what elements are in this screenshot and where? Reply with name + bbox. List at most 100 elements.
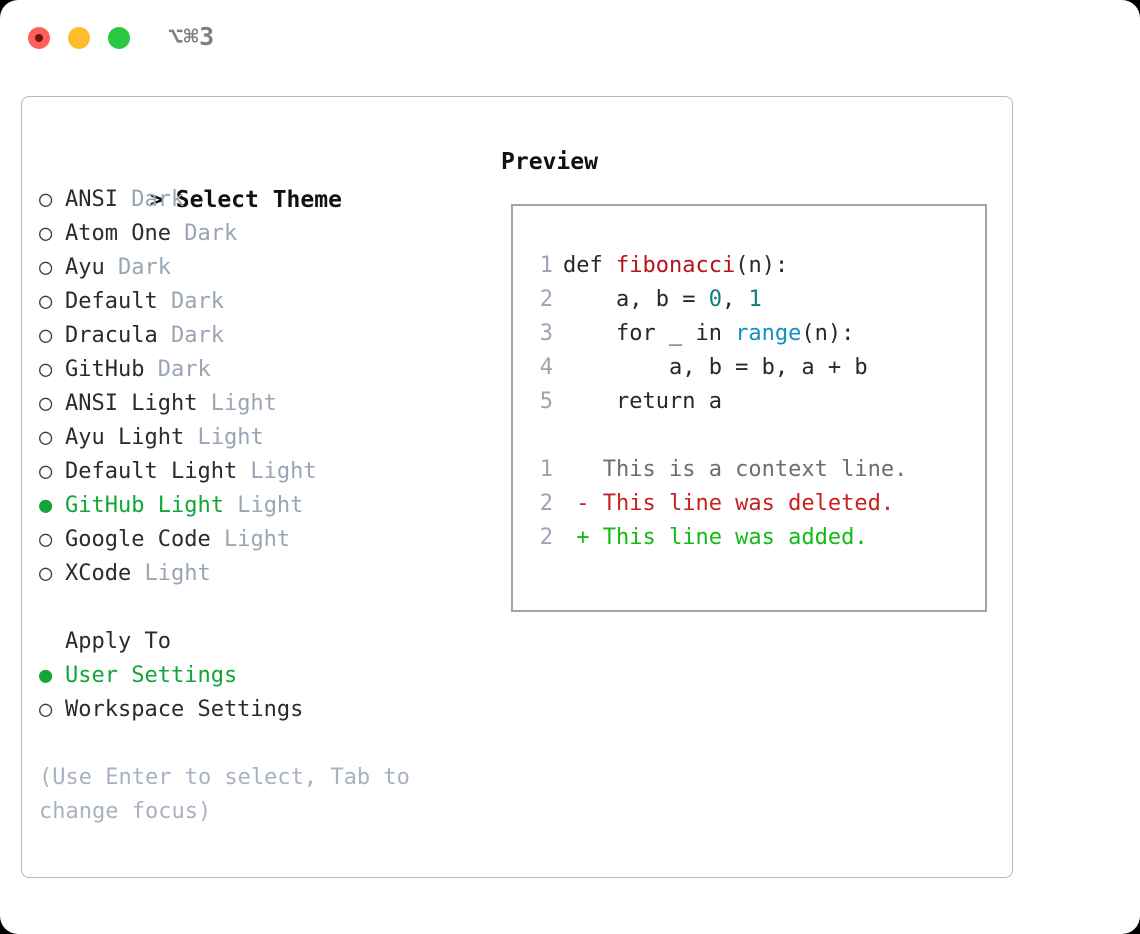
theme-name-label: GitHub: [65, 357, 145, 382]
theme-list-item[interactable]: ○ Default Light Light: [39, 455, 479, 489]
theme-name-label: Default: [65, 289, 158, 314]
theme-variant-tag: Dark: [157, 323, 224, 348]
theme-name-label: Google Code: [65, 527, 211, 552]
radio-unselected-icon: ○: [39, 289, 53, 314]
theme-list-item[interactable]: ○ ANSI Light Light: [39, 387, 479, 421]
code-token: for _ in: [563, 321, 736, 346]
theme-list-item[interactable]: ○ XCode Light: [39, 557, 479, 591]
code-token: return a: [563, 389, 722, 414]
code-token: (n):: [735, 253, 789, 278]
theme-name-label: Atom One: [65, 221, 171, 246]
theme-list-item[interactable]: ○ Dracula Dark: [39, 319, 479, 353]
radio-unselected-icon: ○: [39, 561, 53, 586]
theme-variant-tag: Light: [237, 459, 317, 484]
theme-list-item[interactable]: ○ Ayu Dark: [39, 251, 479, 285]
radio-unselected-icon: ○: [39, 323, 53, 348]
apply-to-item[interactable]: ○ Workspace Settings: [39, 693, 479, 727]
theme-name-label: XCode: [65, 561, 132, 586]
code-token: This is a context line.: [563, 457, 908, 482]
radio-unselected-icon: ○: [39, 697, 53, 722]
theme-list-item[interactable]: ○ Ayu Light Light: [39, 421, 479, 455]
line-number: 5: [539, 389, 553, 414]
theme-list-item[interactable]: ○ Default Dark: [39, 285, 479, 319]
radio-unselected-icon: ○: [39, 527, 53, 552]
code-token: ,: [721, 287, 749, 312]
code-token: range: [735, 321, 802, 346]
theme-variant-tag: Dark: [170, 221, 238, 246]
code-token: (n):: [801, 321, 855, 346]
code-line: 2 + This line was added.: [531, 521, 907, 555]
select-theme-header: >Select Theme: [39, 149, 479, 213]
line-number: 1: [539, 457, 553, 482]
maximize-window-button[interactable]: [108, 27, 130, 49]
theme-name-label: Dracula: [65, 323, 158, 348]
code-token: fibonacci: [615, 253, 736, 278]
line-number: 2: [539, 287, 553, 312]
code-line: 5 return a: [531, 385, 907, 419]
theme-name-label: Default Light: [65, 459, 238, 484]
line-number: 2: [539, 525, 553, 550]
apply-to-item-label: Workspace Settings: [65, 697, 304, 722]
line-number: 3: [539, 321, 553, 346]
code-line: 1 This is a context line.: [531, 453, 908, 487]
theme-variant-tag: Dark: [104, 255, 171, 280]
keyboard-hint-text: (Use Enter to select, Tab to change focu…: [39, 765, 424, 824]
theme-variant-tag: Light: [197, 391, 277, 416]
apply-to-item[interactable]: ●User Settings: [39, 659, 479, 693]
theme-selection-column: >Select Theme ○ ANSI Dark ○ Atom One Dark ○ A…: [39, 149, 479, 829]
theme-list-item[interactable]: ○ Atom One Dark: [39, 217, 479, 251]
theme-list-item[interactable]: ○ GitHub Dark: [39, 353, 479, 387]
close-window-button[interactable]: [28, 27, 50, 49]
code-line: 2 a, b = 0, 1: [531, 283, 907, 317]
code-token: 0: [708, 287, 722, 312]
theme-list: ○ ANSI Dark ○ Atom One Dark ○ Ayu Dark ○ Defaul…: [39, 183, 479, 591]
theme-name-label: Ayu: [65, 255, 105, 280]
minimize-window-button[interactable]: [68, 27, 90, 49]
code-token: - This line was deleted.: [563, 491, 895, 516]
code-line: 3 for _ in range(n):: [531, 317, 907, 351]
radio-unselected-icon: ○: [39, 187, 53, 212]
code-line: 2 - This line was deleted.: [531, 487, 907, 521]
line-number: 1: [539, 253, 553, 278]
theme-name-label: ANSI Light: [65, 391, 198, 416]
apply-to-heading: Apply To: [65, 629, 171, 654]
theme-name-label: GitHub Light: [65, 493, 224, 518]
radio-selected-icon: ●: [39, 663, 53, 688]
code-token: a, b =: [563, 287, 709, 312]
radio-unselected-icon: ○: [39, 391, 53, 416]
theme-list-item[interactable]: ○ Google Code Light: [39, 523, 479, 557]
prompt-caret-icon: >: [149, 187, 164, 213]
preview-heading: Preview: [501, 149, 598, 175]
radio-unselected-icon: ○: [39, 357, 53, 382]
code-token: 1: [748, 287, 762, 312]
code-line: 4 a, b = b, a + b: [531, 351, 907, 385]
theme-list-item[interactable]: ○ ANSI Dark: [39, 183, 479, 217]
line-number: 2: [539, 491, 553, 516]
radio-unselected-icon: ○: [39, 459, 53, 484]
code-token: a, b = b, a + b: [563, 355, 868, 380]
theme-variant-tag: Light: [223, 493, 304, 518]
apply-to-list: ●User Settings ○ Workspace Settings: [39, 659, 479, 727]
radio-unselected-icon: ○: [39, 425, 53, 450]
theme-name-label: Ayu Light: [65, 425, 185, 450]
theme-name-label: ANSI: [65, 187, 118, 212]
theme-variant-tag: Dark: [117, 187, 185, 212]
theme-list-item[interactable]: ● GitHub Light Light: [39, 489, 479, 523]
keyboard-shortcut-label: ⌥⌘3: [168, 22, 215, 51]
line-number: 4: [539, 355, 553, 380]
radio-unselected-icon: ○: [39, 255, 53, 280]
theme-variant-tag: Light: [210, 527, 291, 552]
main-panel: >Select Theme ○ ANSI Dark ○ Atom One Dark ○ A…: [21, 96, 1013, 878]
list-spacer: [39, 591, 479, 625]
theme-variant-tag: Dark: [157, 289, 224, 314]
theme-variant-tag: Light: [184, 425, 264, 450]
radio-selected-icon: ●: [39, 493, 53, 518]
code-token: + This line was added.: [563, 525, 868, 550]
theme-variant-tag: Light: [131, 561, 211, 586]
theme-variant-tag: Dark: [144, 357, 211, 382]
radio-unselected-icon: ○: [39, 221, 53, 246]
